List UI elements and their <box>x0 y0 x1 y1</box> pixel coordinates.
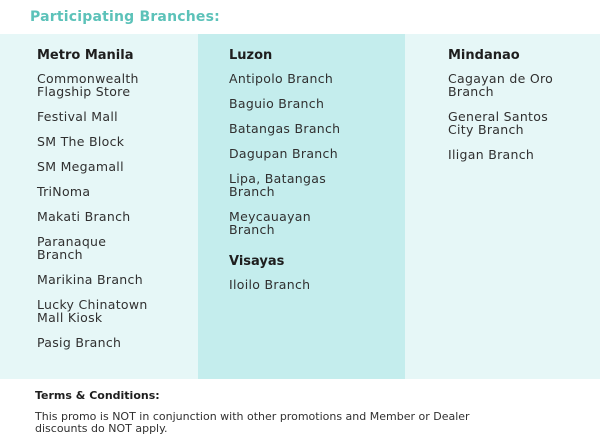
branch-item: Makati Branch <box>37 209 131 224</box>
branch-list-metro-manila: Commonwealth Flagship Store Festival Mal… <box>37 72 198 349</box>
branch-item: Lipa, Batangas Branch <box>229 171 327 199</box>
branch-item: Commonwealth Flagship Store <box>37 71 139 99</box>
region-title-visayas: Visayas <box>229 254 285 269</box>
branch-item: Dagupan Branch <box>229 146 338 161</box>
branch-item: Pasig Branch <box>37 335 122 350</box>
terms-text: This promo is NOT in conjunction with ot… <box>35 410 470 435</box>
branch-item: Paranaque Branch <box>37 234 107 262</box>
branch-item: Iloilo Branch <box>229 277 311 292</box>
region-title-metro-manila: Metro Manila <box>37 48 134 63</box>
branch-item: Antipolo Branch <box>229 71 334 86</box>
branch-item: Meycauayan Branch <box>229 209 311 237</box>
region-title-luzon: Luzon <box>229 48 273 63</box>
branch-item: Cagayan de Oro Branch <box>448 71 554 99</box>
region-title-mindanao: Mindanao <box>448 48 520 63</box>
branch-item: SM Megamall <box>37 159 124 174</box>
branch-item: General Santos City Branch <box>448 109 549 137</box>
branch-item: Festival Mall <box>37 109 118 124</box>
branch-list-visayas: Iloilo Branch <box>229 278 405 291</box>
branch-list-luzon: Antipolo Branch Baguio Branch Batangas B… <box>229 72 405 236</box>
region-column-luzon-visayas: Luzon Antipolo Branch Baguio Branch Bata… <box>198 34 405 379</box>
branch-item: SM The Block <box>37 134 125 149</box>
branch-item: Batangas Branch <box>229 121 341 136</box>
region-column-mindanao: Mindanao Cagayan de Oro Branch General S… <box>405 34 600 379</box>
page-title: Participating Branches: <box>30 9 220 25</box>
branch-item: Lucky Chinatown Mall Kiosk <box>37 297 148 325</box>
branches-panel: Metro Manila Commonwealth Flagship Store… <box>0 34 600 379</box>
branch-item: Iligan Branch <box>448 147 535 162</box>
branch-item: TriNoma <box>37 184 91 199</box>
branch-item: Marikina Branch <box>37 272 143 287</box>
branch-item: Baguio Branch <box>229 96 325 111</box>
terms-title: Terms & Conditions: <box>35 389 160 402</box>
branch-list-mindanao: Cagayan de Oro Branch General Santos Cit… <box>448 72 600 161</box>
region-column-metro-manila: Metro Manila Commonwealth Flagship Store… <box>0 34 198 379</box>
